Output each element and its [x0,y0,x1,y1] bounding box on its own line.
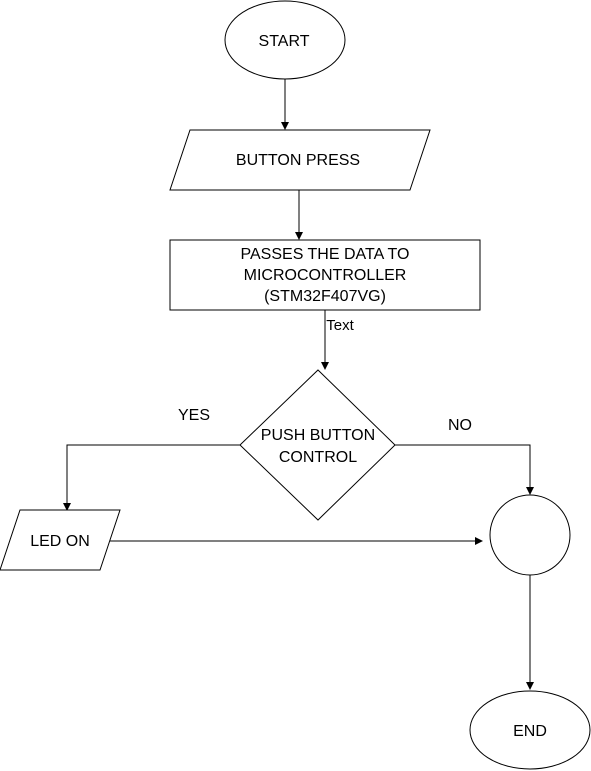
start-label: START [259,33,310,50]
button-press-label: BUTTON PRESS [236,152,360,169]
decision-line-1: PUSH BUTTON [261,427,375,444]
button-press-node: BUTTON PRESS [169,129,431,191]
decision-line-2: CONTROL [279,449,357,466]
end-node: END [469,690,591,770]
passes-data-node: PASSES THE DATA TO MICROCONTROLLER (STM3… [169,239,481,311]
passes-data-line-1: PASSES THE DATA TO [241,246,410,263]
edge-text-label: Text [326,317,354,334]
decision-node: PUSH BUTTON CONTROL [239,369,396,521]
yes-label: YES [178,407,210,424]
no-label: NO [448,417,472,434]
passes-data-line-2: MICROCONTROLLER [244,267,407,284]
passes-data-line-3: (STM32F407VG) [264,288,386,305]
end-label: END [513,723,547,740]
led-on-node: LED ON [0,509,121,571]
edge-decision-no-to-connector [395,444,534,495]
led-on-label: LED ON [30,533,90,550]
connector-node [489,494,571,576]
edge-decision-yes-to-led-on [63,444,240,511]
start-node: START [224,0,346,80]
